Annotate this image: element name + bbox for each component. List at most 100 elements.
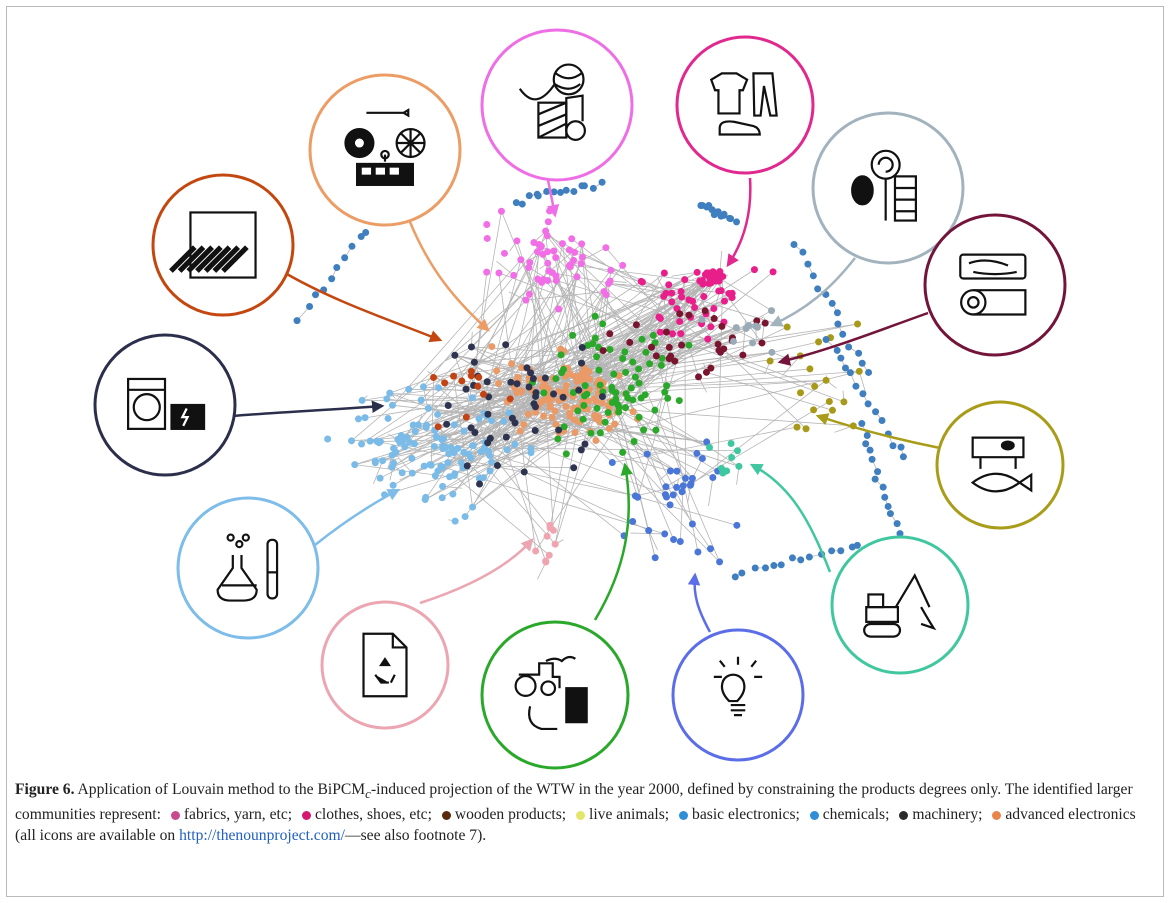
network-node [658, 354, 666, 362]
network-node [751, 564, 759, 572]
network-node [434, 410, 442, 418]
figure-caption: Figure 6. Application of Louvain method … [15, 779, 1155, 846]
network-node [439, 463, 447, 471]
network-node [693, 268, 701, 276]
network-node [447, 444, 455, 452]
legend-label: advanced electronics [1005, 806, 1136, 824]
network-node [388, 401, 396, 409]
network-node [589, 184, 597, 192]
network-edge [384, 432, 592, 496]
network-node [884, 502, 892, 510]
arrow-vehicles-parts [408, 221, 490, 332]
network-node [802, 425, 810, 433]
network-node [476, 480, 484, 488]
network-node [541, 380, 549, 388]
network-node [598, 178, 606, 186]
network-node [544, 218, 552, 226]
network-node [606, 345, 614, 353]
network-node [556, 188, 564, 196]
noun-project-link[interactable]: http://thenounproject.com/ [179, 827, 345, 845]
network-edge [516, 240, 566, 392]
network-node [376, 474, 384, 482]
network-edge [643, 284, 669, 294]
network-edge [471, 346, 670, 360]
network-node [559, 393, 567, 401]
network-node [753, 323, 761, 331]
network-node [678, 293, 686, 301]
arrow-yarn-fabric [546, 179, 560, 218]
caption-text-2: -induced projection of the WTW in the ye… [15, 781, 1133, 824]
network-edge [448, 405, 565, 428]
arrow-appliances-battery [231, 400, 385, 418]
network-node [424, 404, 432, 412]
network-node [605, 425, 613, 433]
network-node [417, 396, 425, 404]
network-node [414, 421, 422, 429]
network-edge [611, 275, 714, 403]
network-node [507, 378, 515, 386]
network-node [619, 448, 627, 456]
network-node [652, 352, 660, 360]
network-edge [688, 314, 725, 323]
network-node [608, 387, 616, 395]
network-node [488, 343, 496, 351]
network-node [704, 335, 712, 343]
network-node [581, 382, 589, 390]
arrow-excavator [749, 463, 832, 573]
network-node [727, 215, 735, 223]
network-node [611, 420, 619, 428]
network-node [578, 253, 586, 261]
network-node [696, 277, 704, 285]
network-node [845, 343, 853, 351]
network-node [598, 393, 606, 401]
network-node [598, 399, 606, 407]
network-edge [392, 259, 522, 406]
network-node [788, 554, 796, 562]
network-node [758, 339, 766, 347]
network-node [463, 462, 471, 470]
network-edge [690, 401, 830, 485]
network-node [635, 413, 643, 421]
network-node [806, 365, 814, 373]
network-edge [604, 280, 701, 423]
network-node [293, 317, 301, 325]
network-node [864, 400, 872, 408]
network-edge [488, 355, 801, 398]
network-node [871, 475, 879, 483]
network-node [550, 188, 558, 196]
arrow-candy [769, 257, 856, 327]
network-node [430, 443, 438, 451]
network-node [735, 462, 743, 470]
network-node [354, 415, 362, 423]
network-node [732, 324, 740, 332]
network-node [761, 319, 769, 327]
network-node [728, 453, 736, 461]
network-node [569, 388, 577, 396]
network-node [619, 261, 627, 269]
network-node [804, 260, 812, 268]
network-node [666, 467, 674, 475]
network-node [565, 262, 573, 270]
network-node [537, 243, 545, 251]
network-node [677, 330, 685, 338]
network-node [634, 493, 642, 501]
network-node [469, 503, 477, 511]
network-node [398, 469, 406, 477]
network-node [619, 354, 627, 362]
network-node [562, 381, 570, 389]
network-node [637, 394, 645, 402]
network-edge [423, 235, 548, 388]
network-node [450, 372, 458, 380]
network-node [676, 318, 684, 326]
network-node [580, 401, 588, 409]
network-node [685, 311, 693, 319]
network-node [480, 444, 488, 452]
network-node [710, 305, 718, 313]
network-node [552, 276, 560, 284]
network-node [630, 437, 638, 445]
network-node [570, 464, 578, 472]
network-edge [708, 477, 714, 507]
network-node [859, 390, 867, 398]
network-node [469, 442, 477, 450]
network-node [671, 357, 679, 365]
